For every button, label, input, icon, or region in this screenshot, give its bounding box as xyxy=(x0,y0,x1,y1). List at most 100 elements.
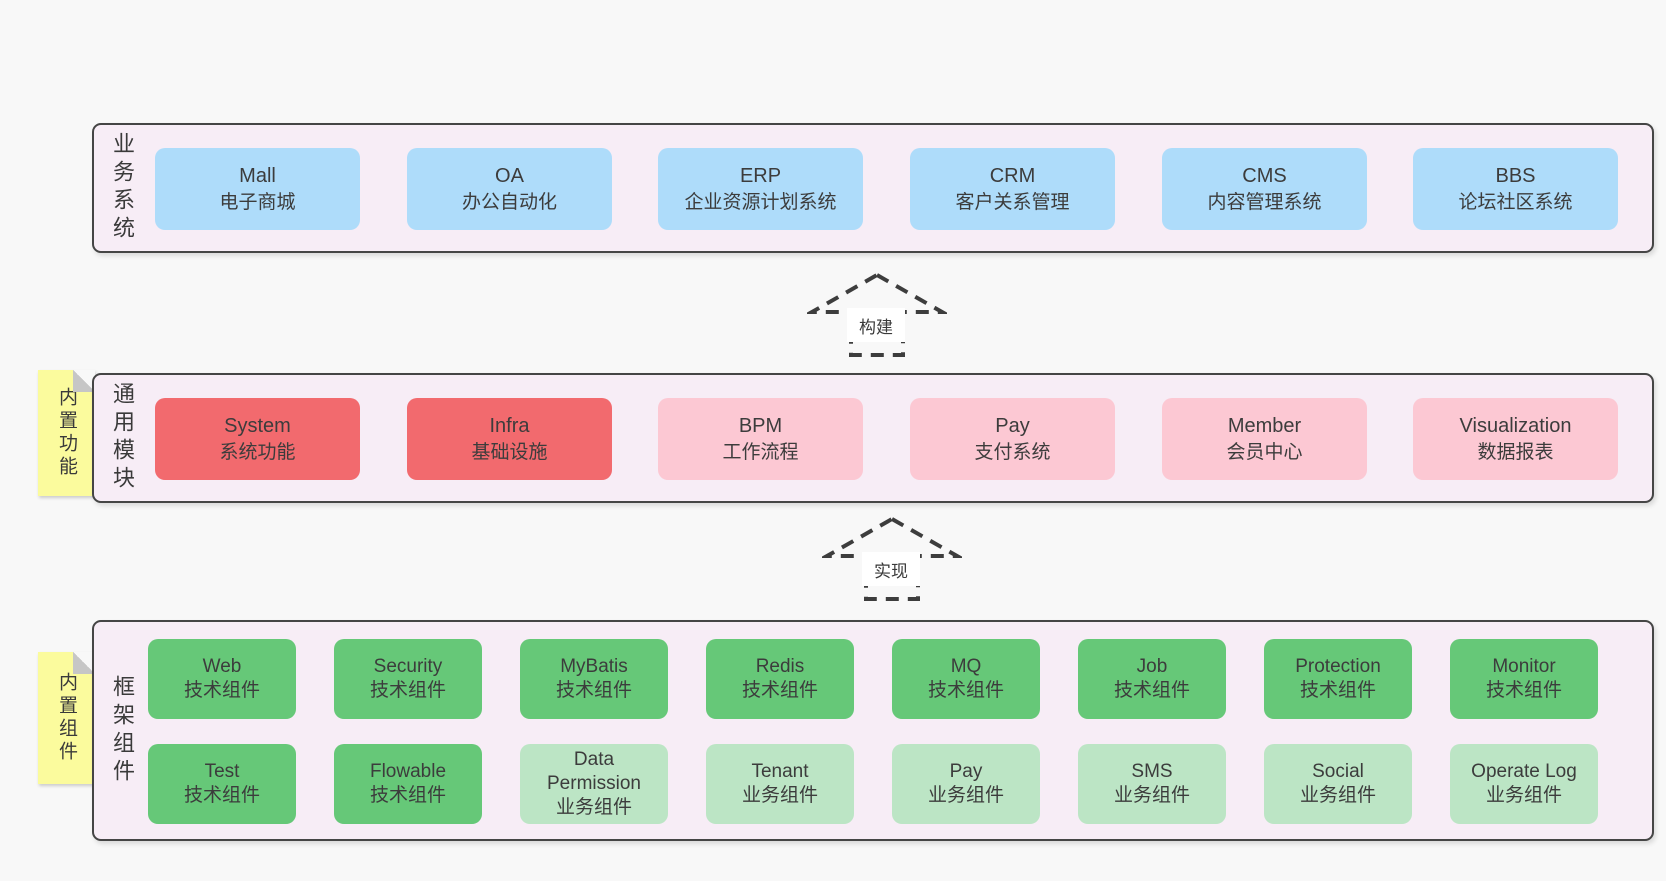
box-subtitle: 技术组件 xyxy=(555,680,632,701)
box-subtitle: 技术组件 xyxy=(369,680,446,701)
box-pay-component: Pay 业务组件 xyxy=(892,744,1040,824)
box-title: Operate Log xyxy=(1471,761,1577,782)
box-flowable: Flowable 技术组件 xyxy=(334,744,482,824)
implement-arrow: 实现 xyxy=(822,516,962,602)
build-arrow: 构建 xyxy=(807,272,947,358)
box-mybatis: MyBatis 技术组件 xyxy=(520,639,668,719)
box-subtitle: 技术组件 xyxy=(183,785,260,806)
band-label-common-modules: 通用模块 xyxy=(110,382,135,494)
box-title: Test xyxy=(204,761,240,782)
box-member: Member 会员中心 xyxy=(1162,398,1367,480)
box-erp: ERP 企业资源计划系统 xyxy=(658,148,863,230)
box-subtitle: 会员中心 xyxy=(1226,441,1303,463)
box-title: Pay xyxy=(949,761,983,782)
box-title: Mall xyxy=(239,164,276,187)
box-title: BPM xyxy=(738,414,783,437)
sticky-fold-corner xyxy=(73,652,95,674)
box-subtitle: 基础设施 xyxy=(471,441,548,463)
box-job: Job 技术组件 xyxy=(1078,639,1226,719)
box-operate-log: Operate Log 业务组件 xyxy=(1450,744,1598,824)
box-subtitle: 电子商城 xyxy=(219,191,296,213)
box-title: Member xyxy=(1227,414,1302,437)
box-title: CRM xyxy=(989,164,1036,187)
box-title: Job xyxy=(1136,656,1168,677)
box-oa: OA 办公自动化 xyxy=(407,148,612,230)
box-title: Security xyxy=(373,656,443,677)
box-subtitle: 技术组件 xyxy=(741,680,818,701)
box-subtitle: 技术组件 xyxy=(927,680,1004,701)
band-label-framework-components: 框架组件 xyxy=(110,674,135,787)
box-subtitle: 技术组件 xyxy=(1113,680,1190,701)
box-subtitle: 支付系统 xyxy=(974,441,1051,463)
box-subtitle: 技术组件 xyxy=(369,785,446,806)
band-business-systems: 业务系统 Mall 电子商城 OA 办公自动化 ERP 企业资源计划系统 CRM… xyxy=(92,123,1654,253)
box-title: ERP xyxy=(739,164,782,187)
sticky-built-in-features: 内置功能 xyxy=(38,370,95,496)
box-subtitle: 业务组件 xyxy=(1485,785,1562,806)
box-tenant: Tenant 业务组件 xyxy=(706,744,854,824)
box-subtitle: 客户关系管理 xyxy=(955,191,1070,213)
box-title: CMS xyxy=(1242,164,1287,187)
box-title: MQ xyxy=(950,656,982,677)
box-crm: CRM 客户关系管理 xyxy=(910,148,1115,230)
box-subtitle: 业务组件 xyxy=(555,797,632,818)
box-subtitle: 企业资源计划系统 xyxy=(684,191,837,213)
box-subtitle: 业务组件 xyxy=(1299,785,1376,806)
sticky-text: 内置组件 xyxy=(56,672,77,764)
box-subtitle: 技术组件 xyxy=(1299,680,1376,701)
box-infra: Infra 基础设施 xyxy=(407,398,612,480)
box-subtitle: 系统功能 xyxy=(219,441,296,463)
build-arrow-label: 构建 xyxy=(847,308,905,342)
box-social: Social 业务组件 xyxy=(1264,744,1412,824)
band-framework-components: 框架组件 Web 技术组件 Security 技术组件 MyBatis 技术组件… xyxy=(92,620,1654,841)
box-subtitle: 业务组件 xyxy=(927,785,1004,806)
box-title: Visualization xyxy=(1459,414,1572,437)
box-security: Security 技术组件 xyxy=(334,639,482,719)
box-title: Tenant xyxy=(751,761,809,782)
box-title: System xyxy=(224,414,291,437)
box-bbs: BBS 论坛社区系统 xyxy=(1413,148,1618,230)
box-title: Social xyxy=(1312,761,1364,782)
box-sms: SMS 业务组件 xyxy=(1078,744,1226,824)
box-subtitle: 业务组件 xyxy=(741,785,818,806)
box-subtitle: 技术组件 xyxy=(183,680,260,701)
sticky-built-in-components: 内置组件 xyxy=(38,652,95,784)
box-title: SMS xyxy=(1131,761,1173,782)
box-monitor: Monitor 技术组件 xyxy=(1450,639,1598,719)
implement-arrow-label: 实现 xyxy=(862,552,920,586)
box-subtitle: 技术组件 xyxy=(1485,680,1562,701)
sticky-fold-corner xyxy=(73,370,95,392)
dashed-up-arrow-icon xyxy=(822,516,962,601)
box-mq: MQ 技术组件 xyxy=(892,639,1040,719)
box-subtitle: 业务组件 xyxy=(1113,785,1190,806)
box-title: BBS xyxy=(1495,164,1536,187)
box-subtitle: 内容管理系统 xyxy=(1207,191,1322,213)
box-title: Pay xyxy=(995,414,1030,437)
box-system: System 系统功能 xyxy=(155,398,360,480)
box-test: Test 技术组件 xyxy=(148,744,296,824)
box-mall: Mall 电子商城 xyxy=(155,148,360,230)
box-subtitle: 办公自动化 xyxy=(461,191,557,213)
box-title: OA xyxy=(495,164,524,187)
band-label-business-systems: 业务系统 xyxy=(110,132,135,244)
box-title: MyBatis xyxy=(560,656,628,677)
box-title: Flowable xyxy=(369,761,447,782)
dashed-up-arrow-icon xyxy=(807,272,947,357)
box-title: Monitor xyxy=(1492,656,1556,677)
box-visualization: Visualization 数据报表 xyxy=(1413,398,1618,480)
box-bpm: BPM 工作流程 xyxy=(658,398,863,480)
box-subtitle: 论坛社区系统 xyxy=(1458,191,1573,213)
box-title: Infra xyxy=(489,414,530,437)
box-protection: Protection 技术组件 xyxy=(1264,639,1412,719)
box-title: Protection xyxy=(1295,656,1381,677)
box-title: Data Permission xyxy=(547,749,641,794)
box-cms: CMS 内容管理系统 xyxy=(1162,148,1367,230)
box-data-permission: Data Permission 业务组件 xyxy=(520,744,668,824)
box-pay-module: Pay 支付系统 xyxy=(910,398,1115,480)
band-common-modules: 通用模块 System 系统功能 Infra 基础设施 BPM 工作流程 Pay… xyxy=(92,373,1654,503)
box-subtitle: 数据报表 xyxy=(1477,441,1554,463)
box-redis: Redis 技术组件 xyxy=(706,639,854,719)
box-web: Web 技术组件 xyxy=(148,639,296,719)
box-title: Redis xyxy=(755,656,805,677)
